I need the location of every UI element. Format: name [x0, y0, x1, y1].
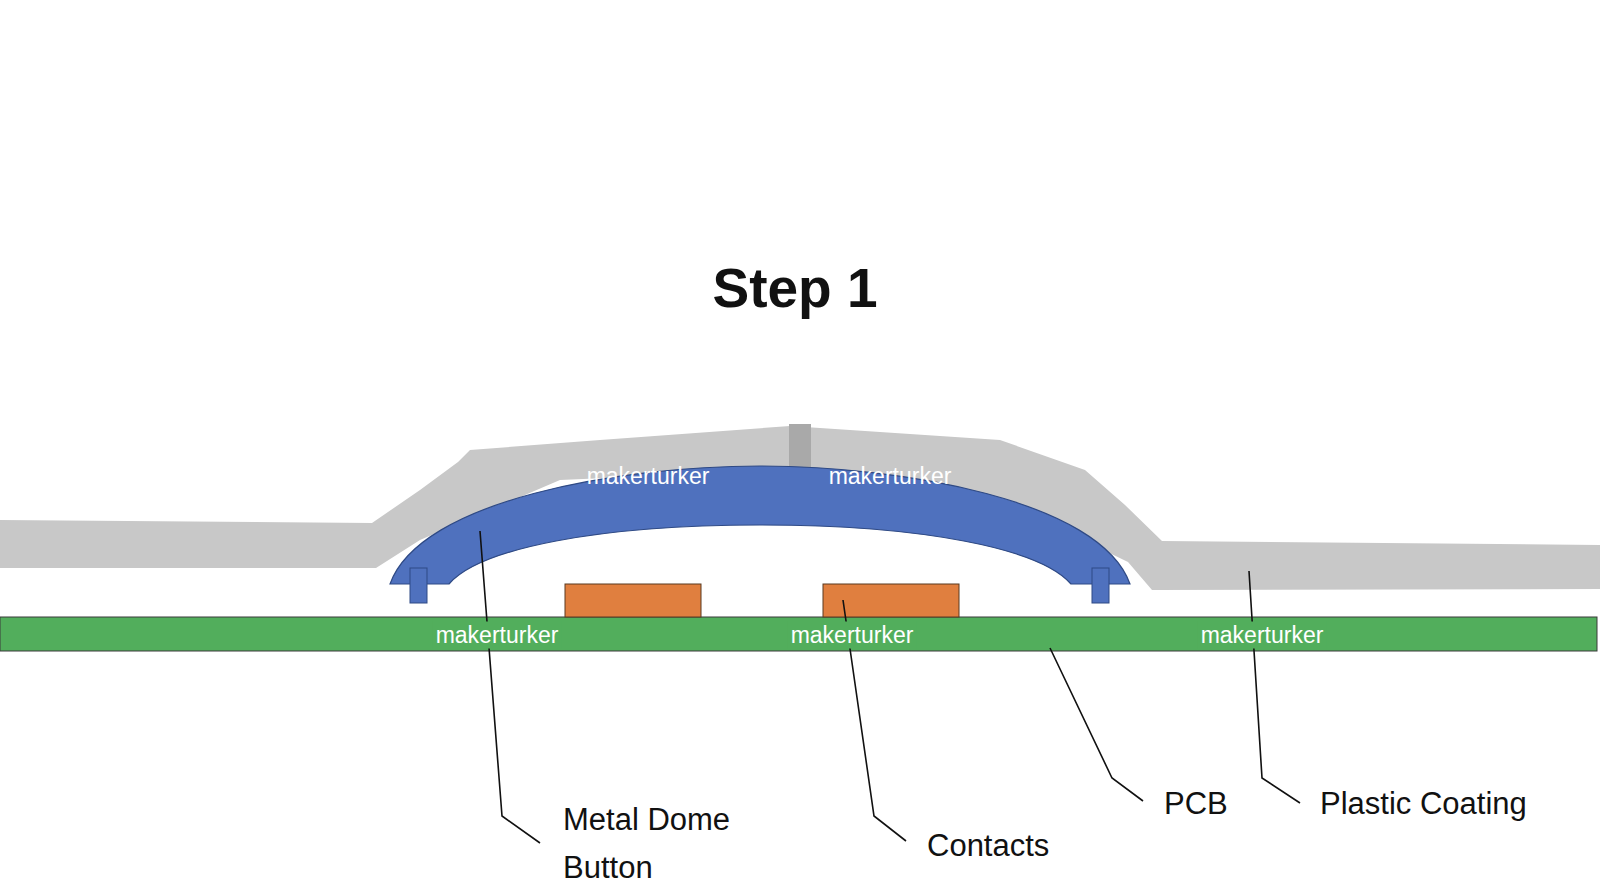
- watermark: makerturker: [584, 463, 713, 490]
- part-label: Metal Dome Button: [563, 796, 778, 892]
- watermark: makerturker: [826, 463, 955, 490]
- leader-line: [1249, 571, 1300, 803]
- diagram-title: Step 1: [712, 256, 877, 320]
- part-label: Plastic Coating: [1320, 780, 1527, 828]
- part-label: PCB: [1164, 780, 1228, 828]
- contact-pad: [565, 584, 701, 617]
- watermark: makerturker: [433, 622, 562, 649]
- dome-leg: [410, 568, 427, 603]
- part-label: Contacts: [927, 822, 1049, 870]
- pcb-board: [0, 617, 1597, 651]
- metal-dome: [390, 466, 1130, 584]
- leader-line: [480, 531, 540, 843]
- coating-seam: [789, 424, 811, 470]
- watermark: makerturker: [1198, 622, 1327, 649]
- watermark: makerturker: [788, 622, 917, 649]
- dome-leg: [1092, 568, 1109, 603]
- leader-line: [1050, 648, 1143, 801]
